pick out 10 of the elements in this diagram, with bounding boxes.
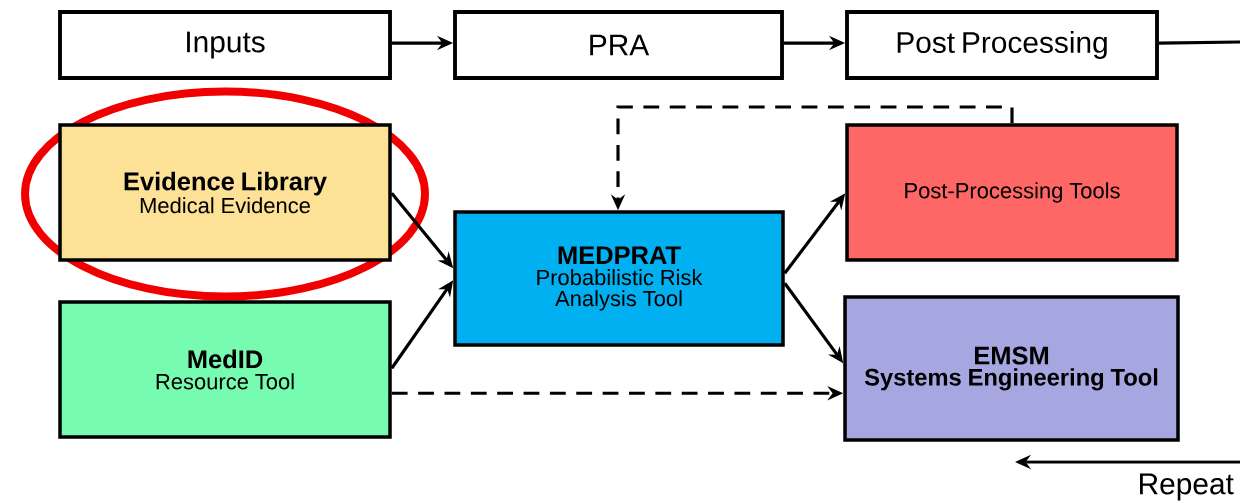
connector-line — [1158, 40, 1240, 45]
tool-box: Evidence Library Medical Evidence — [58, 123, 392, 262]
tool-box: MEDPRAT Probabilistic Risk Analysis Tool — [453, 210, 785, 347]
stage-box: Inputs — [58, 10, 392, 80]
note-label: Repeat — [1140, 473, 1234, 501]
stage-box: PRA — [453, 10, 784, 80]
tool-box: EMSM Systems Engineering Tool — [843, 295, 1180, 442]
stage-box: Post Processing — [845, 10, 1159, 80]
tool-box: Post-Processing Tools — [845, 123, 1179, 262]
tool-box: MedID Resource Tool — [58, 300, 392, 439]
